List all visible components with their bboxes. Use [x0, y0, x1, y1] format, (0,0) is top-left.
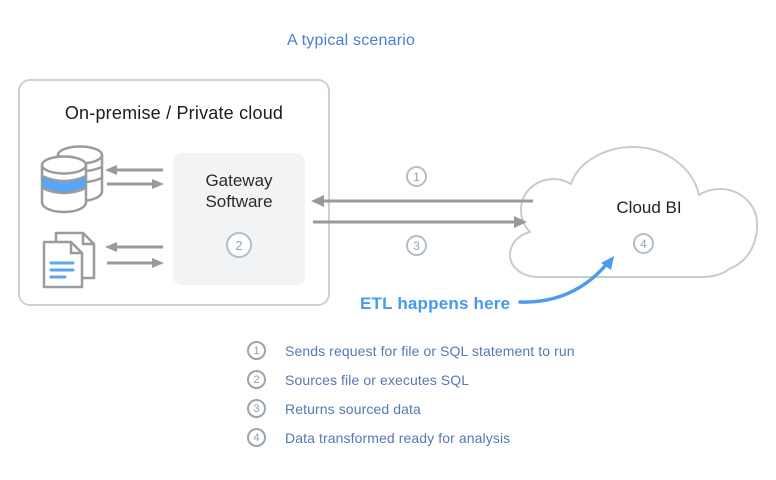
cloud-outline-icon — [509, 146, 759, 278]
onprem-label: On-premise / Private cloud — [64, 103, 284, 123]
database-icon — [40, 145, 104, 214]
legend-step-3-badge: 3 — [247, 399, 266, 418]
legend-item-2: 2 Sources file or executes SQL — [247, 370, 575, 389]
legend-step-2-badge: 2 — [247, 370, 266, 389]
request-arrow — [311, 195, 533, 207]
step-4-badge: 4 — [633, 233, 654, 254]
legend-item-1: 1 Sends request for file or SQL statemen… — [247, 341, 575, 360]
step-3-badge: 3 — [406, 235, 427, 256]
db-gateway-arrows — [105, 165, 164, 189]
legend-step-1-badge: 1 — [247, 341, 266, 360]
legend-item-3-text: Returns sourced data — [285, 400, 421, 417]
legend-item-4: 4 Data transformed ready for analysis — [247, 428, 575, 447]
documents-icon — [42, 231, 96, 289]
step-1-badge: 1 — [406, 166, 427, 187]
legend-item-2-text: Sources file or executes SQL — [285, 371, 470, 388]
legend-step-4-badge: 4 — [247, 428, 266, 447]
gateway-container: Gateway Software — [173, 153, 305, 285]
legend-item-1-text: Sends request for file or SQL statement … — [285, 342, 575, 359]
legend-item-3: 3 Returns sourced data — [247, 399, 575, 418]
curved-arrow-icon — [518, 256, 614, 304]
gateway-label: Gateway Software — [205, 171, 273, 211]
legend: 1 Sends request for file or SQL statemen… — [247, 341, 575, 447]
step-2-badge: 2 — [226, 232, 252, 258]
return-arrow — [313, 216, 527, 228]
etl-annotation: ETL happens here — [360, 294, 511, 313]
cloud-bi-label: Cloud BI — [616, 198, 682, 217]
legend-item-4-text: Data transformed ready for analysis — [285, 429, 511, 446]
diagram-title: A typical scenario — [287, 32, 416, 49]
files-gateway-arrows — [105, 242, 164, 268]
